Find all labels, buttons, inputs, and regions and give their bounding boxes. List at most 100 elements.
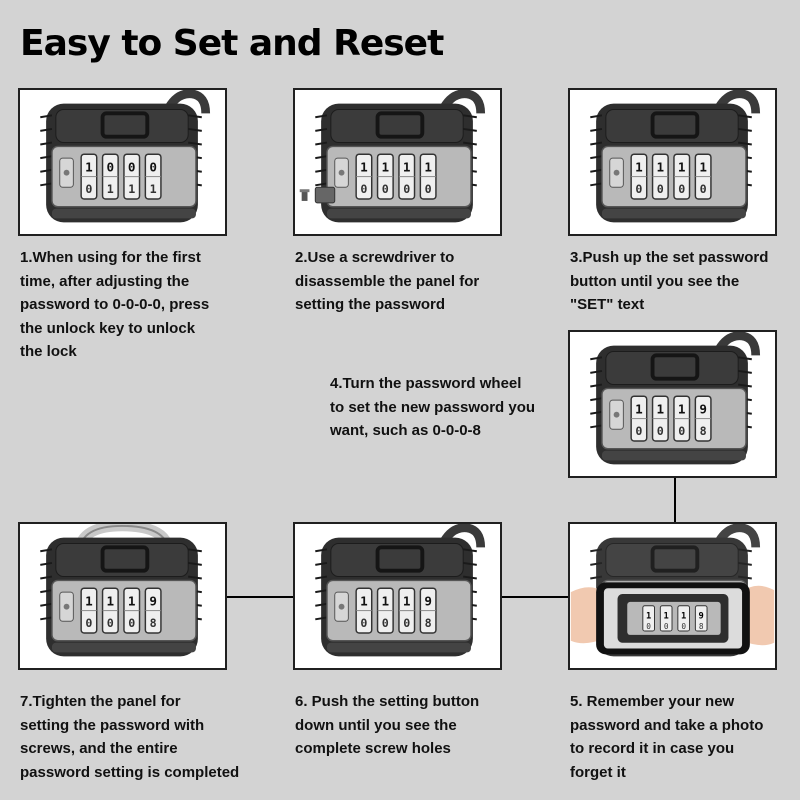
- step-text-line: button until you see the: [570, 272, 740, 290]
- step-text-line: want, such as 0-0-0-8: [330, 422, 481, 439]
- screw-icon: [299, 189, 310, 201]
- step-text-line: 7.Tighten the panel for: [20, 693, 181, 710]
- password-wheel: 9 8: [144, 587, 162, 634]
- set-button-icon: [609, 399, 624, 430]
- svg-text:0: 0: [149, 160, 157, 175]
- padlock-icon: 1 0 1 0 1 0 1 0: [590, 90, 761, 223]
- padlock-icon: 1 0 1 0 1 0 1 0: [299, 90, 486, 223]
- svg-text:0: 0: [403, 182, 410, 196]
- svg-text:0: 0: [700, 182, 707, 196]
- svg-text:1: 1: [403, 160, 411, 175]
- password-wheel: 1 0: [101, 587, 119, 634]
- svg-text:1: 1: [85, 160, 93, 175]
- set-button-icon: [59, 157, 74, 188]
- padlock-icon: 1 0 1 0 1 0 9 8: [315, 524, 486, 657]
- page-title: Easy to Set and Reset: [20, 23, 444, 64]
- svg-text:1: 1: [678, 160, 686, 175]
- padlock-icon: 1 0 1 0 1 0 9 8: [590, 332, 761, 465]
- svg-text:0: 0: [85, 616, 92, 630]
- svg-text:1: 1: [360, 160, 368, 175]
- svg-text:1: 1: [657, 402, 665, 417]
- svg-text:0: 0: [657, 182, 664, 196]
- set-button-icon: [609, 157, 624, 188]
- svg-text:0: 0: [646, 622, 651, 631]
- svg-text:0: 0: [360, 182, 367, 196]
- svg-text:1: 1: [382, 160, 390, 175]
- step-text-line: 2.Use a screwdriver to: [295, 249, 455, 266]
- set-button-icon: [59, 591, 74, 622]
- step-6-photo: 1 0 1 0 1 0 9 8: [293, 522, 502, 670]
- password-wheel: 0 1: [144, 153, 162, 200]
- password-wheel: 9 8: [419, 587, 437, 634]
- svg-text:0: 0: [85, 182, 92, 196]
- set-button-icon: [334, 157, 349, 188]
- step-1-photo: 1 0 0 1 0 1 0 1: [18, 88, 227, 236]
- svg-text:0: 0: [635, 182, 642, 196]
- svg-text:1: 1: [128, 182, 135, 196]
- password-wheel: 1 0: [651, 153, 669, 200]
- step-text-line: 3.Push up the set password: [570, 249, 769, 266]
- svg-text:0: 0: [635, 424, 642, 438]
- password-wheel: 1 0: [376, 153, 394, 200]
- step-3-photo: 1 0 1 0 1 0 1 0: [568, 88, 777, 236]
- svg-text:1: 1: [657, 160, 665, 175]
- step-text-line: 4.Turn the password wheel: [330, 375, 522, 392]
- smartphone-icon: 1 0 1 0 1 0 9 8: [596, 582, 750, 655]
- svg-text:0: 0: [425, 182, 432, 196]
- step-text-line: password and take a photo: [570, 716, 764, 734]
- svg-text:1: 1: [128, 594, 136, 609]
- step-4-photo: 1 0 1 0 1 0 9 8: [568, 330, 777, 478]
- password-wheel: 1 0: [419, 153, 437, 200]
- svg-text:0: 0: [678, 182, 685, 196]
- step-7-photo: 1 0 1 0 1 0 9 8: [18, 522, 227, 670]
- svg-text:0: 0: [403, 616, 410, 630]
- password-wheel: 1 0: [355, 153, 373, 200]
- password-wheel: 1 0: [80, 153, 98, 200]
- svg-text:1: 1: [107, 182, 114, 196]
- password-wheel: 1 0: [651, 395, 669, 442]
- step-text-line: forget it: [570, 763, 626, 781]
- svg-text:8: 8: [425, 616, 432, 630]
- panel-cover-icon: [314, 186, 336, 204]
- step-2-photo: 1 0 1 0 1 0 1 0: [293, 88, 502, 236]
- svg-text:1: 1: [403, 594, 411, 609]
- svg-text:8: 8: [699, 622, 704, 631]
- svg-text:0: 0: [107, 616, 114, 630]
- svg-text:1: 1: [646, 611, 651, 621]
- password-wheel: 1 0: [123, 587, 141, 634]
- step-text-line: screws, and the entire: [20, 740, 178, 757]
- step-text-line: 5. Remember your new: [570, 693, 735, 710]
- password-wheel: 0 1: [101, 153, 119, 200]
- svg-text:9: 9: [149, 594, 157, 609]
- password-wheel: 1 0: [673, 153, 691, 200]
- svg-text:1: 1: [85, 594, 93, 609]
- step-text-line: setting the password: [295, 296, 446, 313]
- step-text-line: 1.When using for the first: [20, 249, 201, 266]
- svg-text:1: 1: [664, 611, 669, 621]
- password-wheel: 1 0: [630, 153, 648, 200]
- step-text-line: complete screw holes: [295, 740, 451, 757]
- step-text-line: to record it in case you: [570, 740, 735, 757]
- svg-text:0: 0: [664, 622, 669, 631]
- password-wheel: 1 0: [673, 395, 691, 442]
- password-wheel: 1 0: [355, 587, 373, 634]
- svg-text:9: 9: [699, 611, 704, 621]
- svg-text:1: 1: [382, 594, 390, 609]
- svg-text:1: 1: [635, 160, 643, 175]
- step-text-line: password to 0-0-0-0, press: [20, 296, 210, 313]
- svg-text:0: 0: [382, 182, 389, 196]
- connector-line: [227, 596, 293, 598]
- password-wheel: 9 8: [694, 395, 712, 442]
- step-3-text: 3.Push up the set password button until y…: [570, 246, 768, 317]
- password-wheel: 1 0: [694, 153, 712, 200]
- svg-text:0: 0: [678, 424, 685, 438]
- svg-text:1: 1: [360, 594, 368, 609]
- step-5-photo: 1 0 1 0 1 0 9 8: [568, 522, 777, 670]
- svg-text:1: 1: [678, 402, 686, 417]
- svg-text:0: 0: [107, 160, 115, 175]
